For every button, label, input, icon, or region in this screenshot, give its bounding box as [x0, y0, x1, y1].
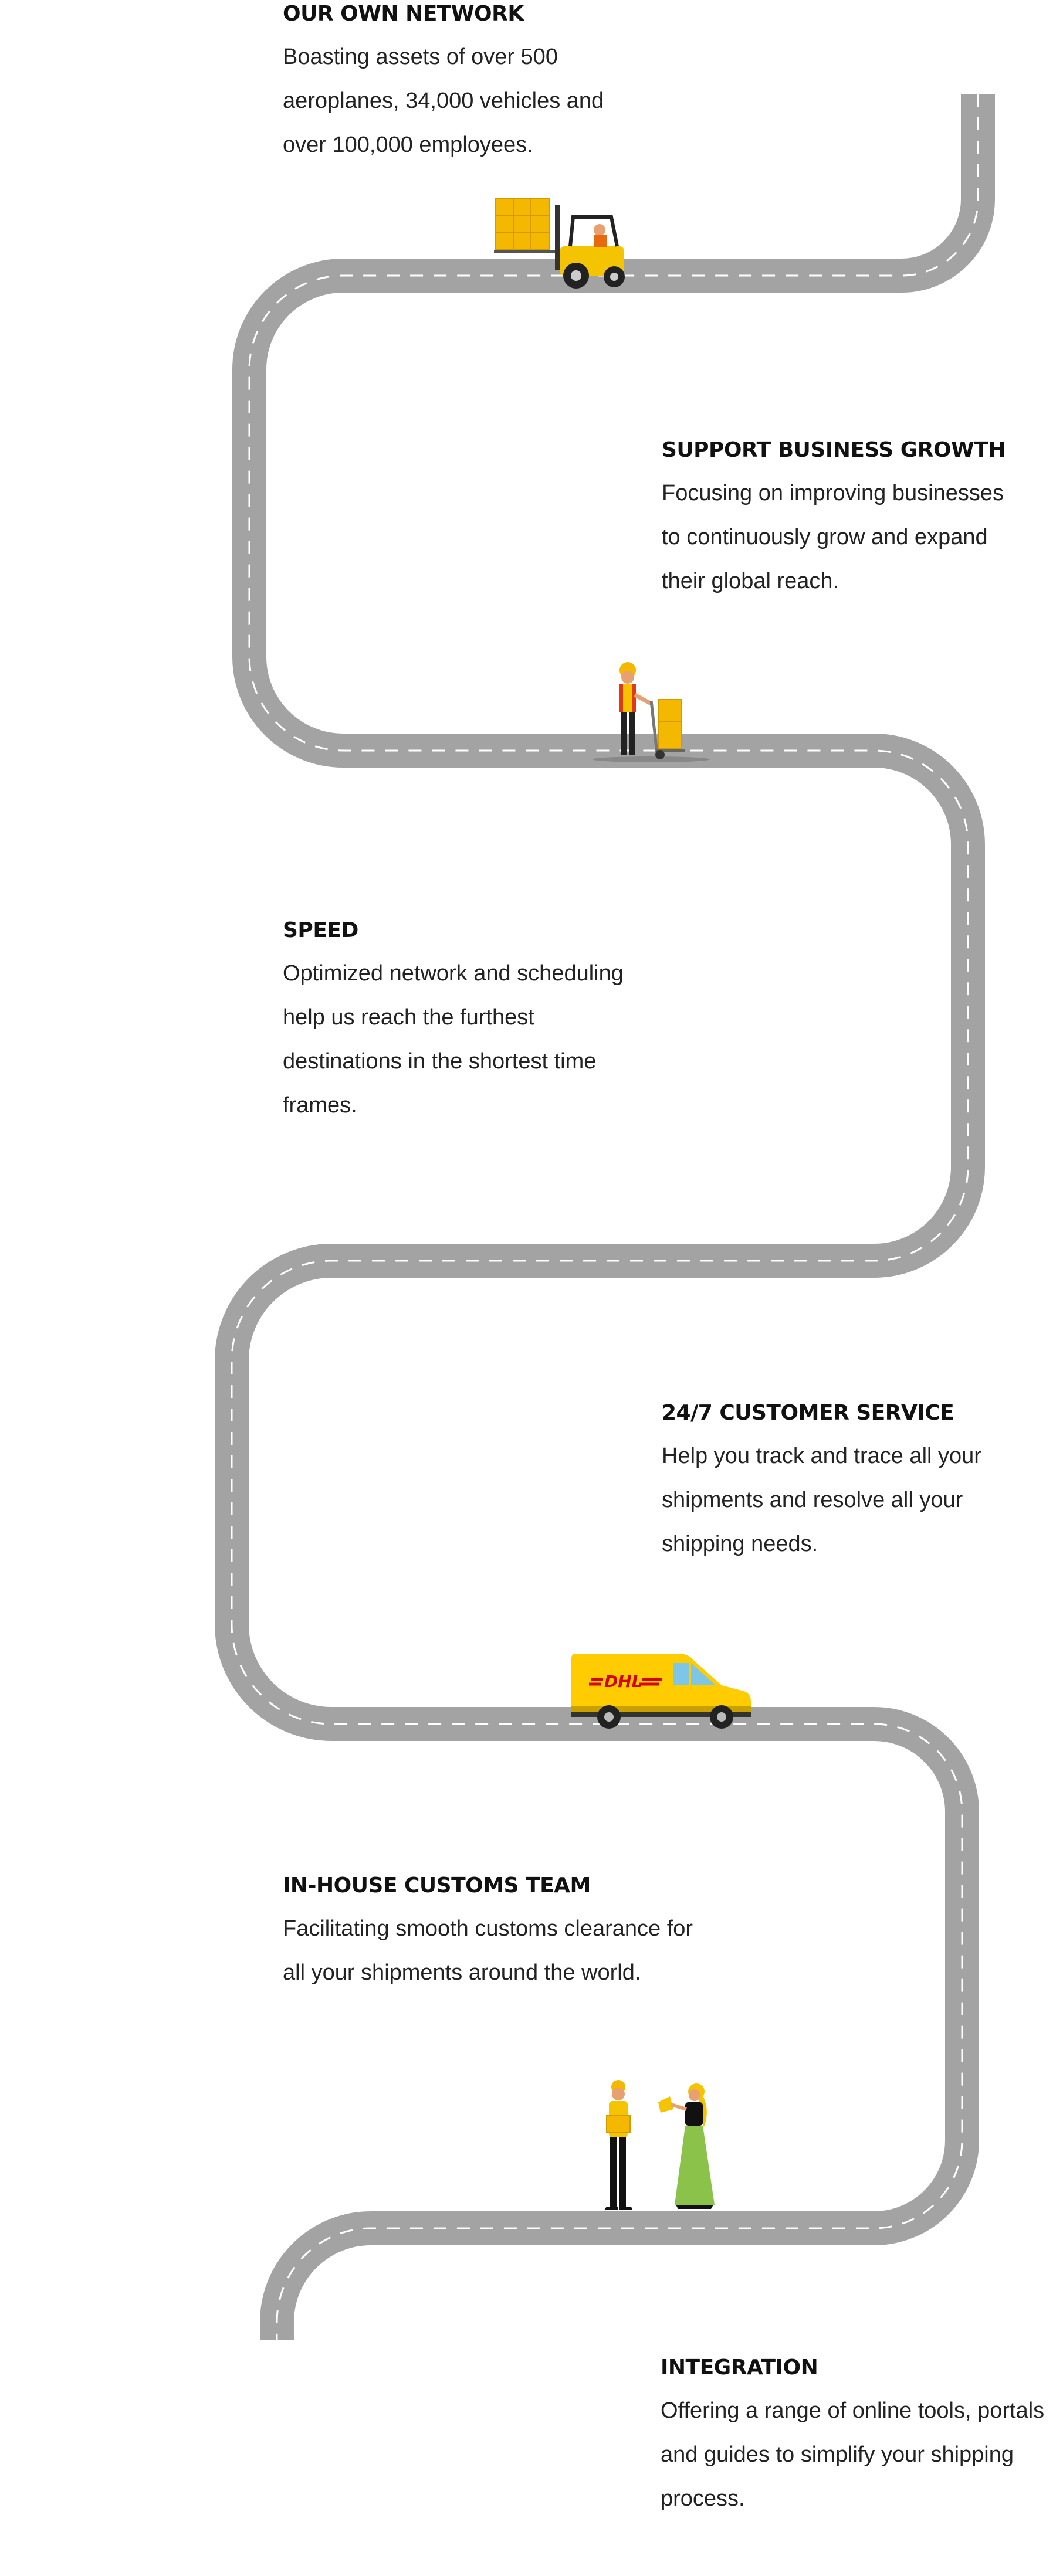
worker-trolley-icon: [593, 662, 710, 762]
courier-handover-icon: [604, 2080, 715, 2210]
feature-description: Boasting assets of over 500 aeroplanes, …: [283, 45, 604, 157]
feature-description: Offering a range of online tools, portal…: [661, 2398, 1045, 2511]
feature-description: Focusing on improving businesses to cont…: [662, 481, 1004, 593]
feature-description: Facilitating smooth customs clearance fo…: [283, 1916, 693, 1985]
feature-description: Optimized network and scheduling help us…: [283, 961, 624, 1118]
feature-title: 24/7 CUSTOMER SERVICE: [662, 1401, 954, 1425]
feature-customer-service: 24/7 CUSTOMER SERVICE Help you track and…: [662, 1399, 1025, 1566]
feature-title: IN-HOUSE CUSTOMS TEAM: [283, 1874, 591, 1898]
feature-in-house-customs-team: IN-HOUSE CUSTOMS TEAM Facilitating smoot…: [283, 1872, 717, 1995]
forklift-icon: [494, 198, 625, 289]
dhl-van-icon: DHL: [571, 1654, 751, 1729]
feature-our-own-network: OUR OWN NETWORK Boasting assets of over …: [283, 0, 646, 167]
feature-title: SPEED: [283, 918, 358, 942]
feature-title: SUPPORT BUSINESS GROWTH: [662, 438, 1006, 462]
feature-integration: INTEGRATION Offering a range of online t…: [661, 2354, 1048, 2521]
feature-description: Help you track and trace all your shipme…: [662, 1444, 981, 1556]
feature-title: INTEGRATION: [661, 2356, 818, 2380]
feature-title: OUR OWN NETWORK: [283, 2, 524, 26]
feature-support-business-growth: SUPPORT BUSINESS GROWTH Focusing on impr…: [662, 436, 1025, 603]
feature-speed: SPEED Optimized network and scheduling h…: [283, 917, 646, 1128]
van-logo-text: DHL: [604, 1672, 642, 1691]
